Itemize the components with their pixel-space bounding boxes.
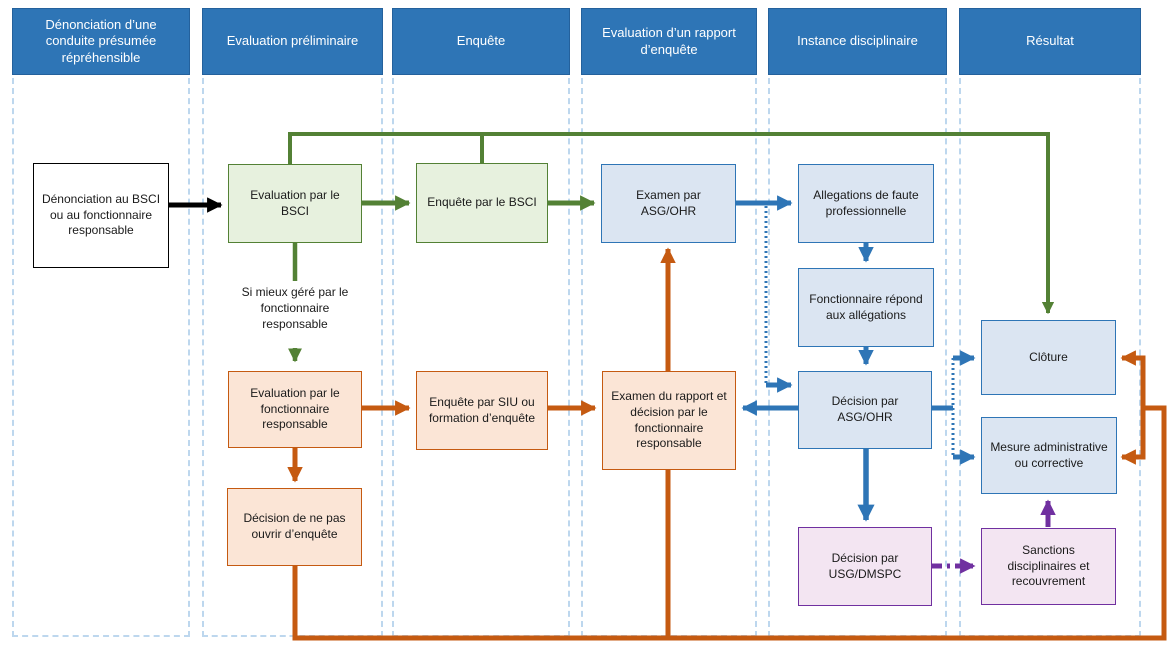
node-label: Décision par ASG/OHR	[831, 394, 899, 424]
node-sanctions: Sanctions disciplinaires et recouvrement	[981, 528, 1116, 605]
node-examen-rapport: Examen du rapport et décision par le fon…	[602, 371, 736, 470]
node-label: Examen par ASG/OHR	[636, 187, 701, 218]
node-decision-asg-ohr: Décision par ASG/OHR	[798, 371, 932, 449]
node-label: Clôture	[1029, 349, 1068, 364]
node-cloture: Clôture	[981, 320, 1116, 395]
node-decision-ne-pas-ouvrir: Décision de ne pas ouvrir d’enquête	[227, 488, 362, 566]
node-mesure-administrative: Mesure administrative ou corrective	[981, 417, 1117, 494]
node-allegations: Allegations de faute professionnelle	[798, 164, 934, 243]
edge-label-si-mieux: Si mieux géré par le fonctionnaire respo…	[228, 284, 362, 333]
edge-return-to-cloture	[1120, 350, 1146, 408]
edge-bottom-return-line	[292, 405, 1167, 641]
node-label: Décision de ne pas ouvrir d’enquête	[243, 511, 346, 541]
node-label: Fonctionnaire répond aux allégations	[809, 291, 923, 322]
lane-body-denonciation	[12, 78, 190, 637]
edge-return-to-mesure	[1120, 408, 1146, 465]
node-label: Allegations de faute professionnelle	[813, 187, 919, 218]
node-label: Evaluation par le BSCI	[250, 187, 340, 218]
node-enquete-bsci: Enquête par le BSCI	[416, 163, 548, 243]
node-label: Enquête par SIU ou formation d’enquête	[428, 394, 536, 425]
node-label: Décision par USG/DMSPC	[828, 550, 902, 581]
node-label: Sanctions disciplinaires et recouvrement	[1007, 543, 1090, 589]
node-evaluation-bsci: Evaluation par le BSCI	[228, 164, 362, 243]
lane-header-resultat: Résultat	[959, 8, 1141, 75]
lane-header-enquete: Enquête	[392, 8, 570, 75]
node-label: Evaluation par le fonctionnaire responsa…	[250, 386, 340, 432]
node-enquete-siu: Enquête par SIU ou formation d’enquête	[416, 371, 548, 450]
lane-header-evaluation-preliminaire: Evaluation préliminaire	[202, 8, 383, 75]
node-decision-usg-dmspc: Décision par USG/DMSPC	[798, 527, 932, 606]
node-evaluation-fonctionnaire: Evaluation par le fonctionnaire responsa…	[228, 371, 362, 448]
node-denonciation: Dénonciation au BSCI ou au fonctionnaire…	[33, 163, 169, 268]
lane-header-evaluation-rapport: Evaluation d’un rapport d’enquête	[581, 8, 757, 75]
node-examen-asg-ohr: Examen par ASG/OHR	[601, 164, 736, 243]
node-label: Mesure administrative ou corrective	[990, 439, 1108, 470]
node-label: Examen du rapport et décision par le fon…	[611, 389, 727, 451]
node-label: Dénonciation au BSCI ou au fonctionnaire…	[41, 192, 161, 238]
node-label: Enquête par le BSCI	[427, 195, 537, 210]
edge-bsci-to-cloture	[288, 132, 1055, 315]
lane-header-instance-disciplinaire: Instance disciplinaire	[768, 8, 947, 75]
lane-header-denonciation: Dénonciation d’une conduite présumée rép…	[12, 8, 190, 75]
node-fonctionnaire-repond: Fonctionnaire répond aux allégations	[798, 268, 934, 347]
